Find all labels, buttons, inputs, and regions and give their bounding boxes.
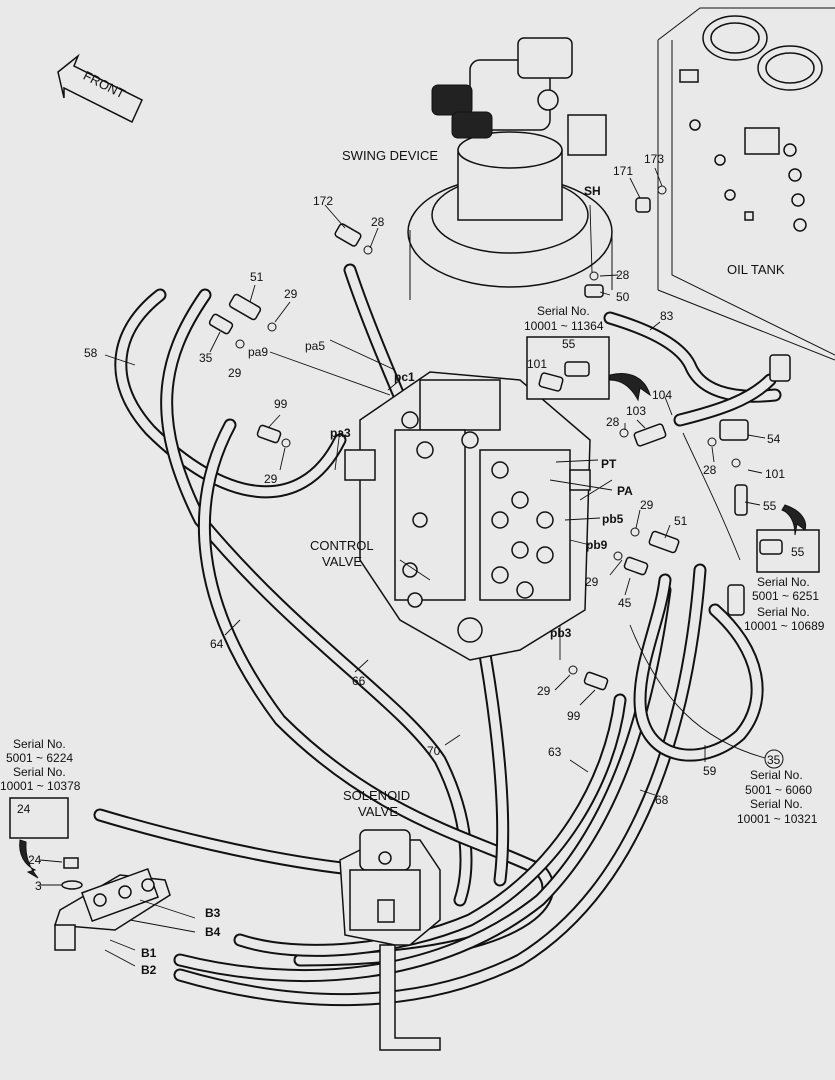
port-b3: B3	[205, 906, 221, 920]
solenoid-valve	[339, 829, 441, 1051]
part-35: 35	[199, 351, 213, 365]
part-68: 68	[655, 793, 669, 807]
serial-5-title: Serial No.	[750, 797, 803, 811]
label-oil-tank: OIL TANK	[727, 262, 785, 277]
part-66: 66	[352, 674, 366, 688]
serial-6-title: Serial No.	[13, 737, 66, 751]
label-solenoid-valve-1: SOLENOID	[343, 788, 410, 803]
port-sh: SH	[584, 184, 601, 198]
serial-4-title: Serial No.	[750, 768, 803, 782]
part-55-a: 55	[562, 337, 576, 351]
part-29-c: 29	[264, 472, 278, 486]
part-173: 173	[644, 152, 664, 166]
port-pa: PA	[617, 484, 633, 498]
port-pa3: pa3	[330, 426, 351, 440]
port-b1: B1	[141, 946, 157, 960]
part-51-a: 51	[250, 270, 264, 284]
part-101-a: 101	[527, 357, 547, 371]
port-pb9: pb9	[586, 538, 608, 552]
text-labels: SWING DEVICE OIL TANK CONTROL VALVE SOLE…	[0, 148, 825, 977]
part-172: 172	[313, 194, 333, 208]
port-pa9: pa9	[248, 345, 268, 359]
serial-3-range: 10001 ~ 10689	[744, 619, 825, 633]
leader-lines	[39, 167, 766, 967]
part-28-b: 28	[616, 268, 630, 282]
part-171: 171	[613, 164, 633, 178]
part-28-a: 28	[371, 215, 385, 229]
part-99-b: 99	[567, 709, 581, 723]
front-arrow: FRONT	[57, 53, 143, 124]
label-solenoid-valve-2: VALVE	[358, 804, 398, 819]
label-swing-device: SWING DEVICE	[342, 148, 438, 163]
part-50: 50	[616, 290, 630, 304]
fittings	[51, 185, 791, 890]
part-45: 45	[618, 596, 632, 610]
swing-device	[407, 37, 613, 300]
label-control-valve-2: VALVE	[322, 554, 362, 569]
serial-1-title: Serial No.	[537, 304, 590, 318]
port-pc1: pc1	[394, 370, 415, 384]
serial-4-range: 5001 ~ 6060	[745, 783, 812, 797]
part-3: 3	[35, 879, 42, 893]
port-pb5: pb5	[602, 512, 624, 526]
part-101-b: 101	[765, 467, 785, 481]
part-35-circled: 35	[767, 753, 781, 767]
part-24-b: 24	[28, 853, 42, 867]
part-24-a: 24	[17, 802, 31, 816]
control-valve	[344, 371, 591, 661]
port-pt: PT	[601, 457, 617, 471]
part-64: 64	[210, 637, 224, 651]
part-59: 59	[703, 764, 717, 778]
part-55-c: 55	[791, 545, 805, 559]
part-63: 63	[548, 745, 562, 759]
port-b2: B2	[141, 963, 157, 977]
part-29-e: 29	[585, 575, 599, 589]
part-28-d: 28	[703, 463, 717, 477]
serial-2-range: 5001 ~ 6251	[752, 589, 819, 603]
label-control-valve-1: CONTROL	[310, 538, 374, 553]
left-manifold	[53, 867, 171, 951]
part-70: 70	[427, 744, 441, 758]
serial-3-title: Serial No.	[757, 605, 810, 619]
inset-boxes	[9, 336, 820, 879]
serial-6-range: 5001 ~ 6224	[6, 751, 73, 765]
part-29-b: 29	[228, 366, 242, 380]
part-58: 58	[84, 346, 98, 360]
serial-7-range: 10001 ~ 10378	[0, 779, 81, 793]
port-pb3: pb3	[550, 626, 572, 640]
part-54: 54	[767, 432, 781, 446]
part-28-c: 28	[606, 415, 620, 429]
part-29-a: 29	[284, 287, 298, 301]
serial-1-range: 10001 ~ 11364	[524, 319, 604, 333]
hoses	[93, 263, 782, 1007]
part-83: 83	[660, 309, 674, 323]
port-pa5: pa5	[305, 339, 325, 353]
oil-tank	[657, 7, 835, 361]
serial-5-range: 10001 ~ 10321	[737, 812, 818, 826]
part-29-f: 29	[537, 684, 551, 698]
port-b4: B4	[205, 925, 221, 939]
part-104: 104	[652, 388, 672, 402]
serial-2-title: Serial No.	[757, 575, 810, 589]
part-51-b: 51	[674, 514, 688, 528]
part-29-d: 29	[640, 498, 654, 512]
serial-7-title: Serial No.	[13, 765, 66, 779]
part-55-b: 55	[763, 499, 777, 513]
part-103: 103	[626, 404, 646, 418]
part-99-a: 99	[274, 397, 288, 411]
